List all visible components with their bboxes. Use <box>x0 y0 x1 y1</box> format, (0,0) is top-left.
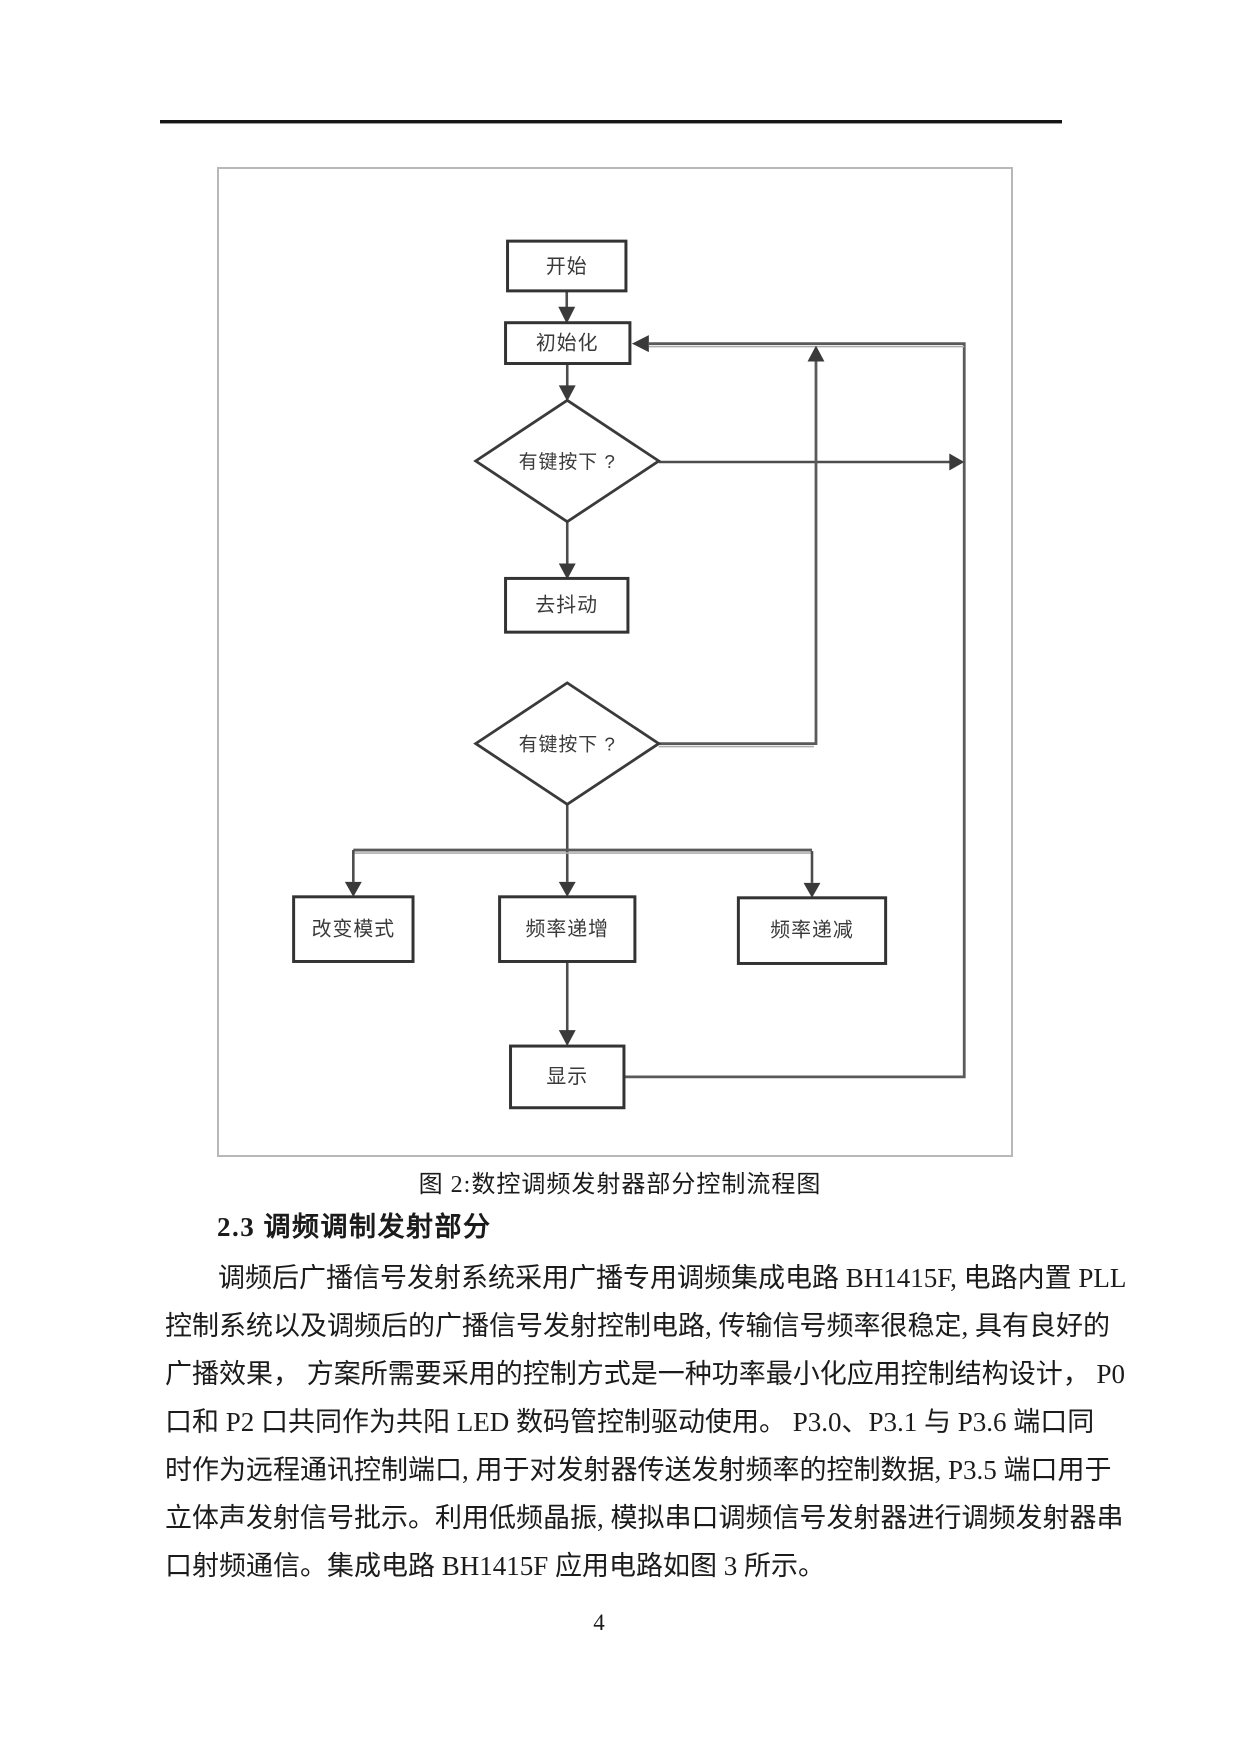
start-label: 开始 <box>546 256 588 278</box>
body-line: 立体声发射信号批示。利用低频晶振, 模拟串口调频信号发射器进行调频发射器串 <box>165 1503 1124 1533</box>
arrowhead-down <box>344 881 362 897</box>
arrowhead-up <box>807 345 825 362</box>
line-keycheck2-no-branch <box>658 361 818 745</box>
freq-up-label: 频率递增 <box>525 919 608 941</box>
loop-display-to-init <box>623 342 966 1079</box>
flow-node-freq-up: 频率递增 <box>498 895 637 963</box>
flow-connectors <box>344 290 966 1079</box>
flowchart: 开始 初始化 有键按下 ? 去抖动 有键按下 ? 改变模式 <box>292 239 966 1110</box>
keycheck2-label: 有键按下 ? <box>519 734 616 756</box>
body-line: 口和 P2 口共同作为共阳 LED 数码管控制驱动使用。 P3.0、P3.1 与… <box>165 1407 1095 1437</box>
body-line: 时作为远程通讯控制端口, 用于对发射器传送发射频率的控制数据, P3.5 端口用… <box>165 1455 1112 1485</box>
header-rule <box>160 120 1062 124</box>
body-line: 广播效果， 方案所需要采用的控制方式是一种功率最小化应用控制结构设计， P0 <box>165 1359 1126 1389</box>
flow-node-display: 显示 <box>509 1044 626 1110</box>
arrowhead-down <box>558 1030 576 1047</box>
flow-decision-keycheck2: 有键按下 ? <box>473 681 662 806</box>
arrowhead-down <box>558 881 576 897</box>
arrowhead-down <box>558 385 576 402</box>
init-box <box>504 321 632 365</box>
debounce-label: 去抖动 <box>535 594 598 616</box>
arrowhead-left <box>631 335 649 353</box>
figure-flowchart-frame: 开始 初始化 有键按下 ? 去抖动 有键按下 ? 改变模式 <box>217 167 1013 1157</box>
flow-node-start: 开始 <box>506 239 628 293</box>
freq-up-box <box>498 895 637 963</box>
body-line: 口射频通信。集成电路 BH1415F 应用电路如图 3 所示。 <box>165 1551 826 1581</box>
figure-caption: 图 2:数控调频发射器部分控制流程图 <box>418 1172 822 1198</box>
body-line: 控制系统以及调频后的广播信号发射控制电路, 传输信号频率很稳定, 具有良好的 <box>165 1311 1110 1341</box>
flow-decision-keycheck1: 有键按下 ? <box>473 398 662 524</box>
display-box <box>509 1044 626 1110</box>
freq-down-box <box>736 896 888 965</box>
keycheck2-diamond <box>473 681 662 806</box>
init-label: 初始化 <box>536 333 599 355</box>
body-line: 调频后广播信号发射系统采用广播专用调频集成电路 BH1415F, 电路内置 PL… <box>218 1263 1127 1293</box>
arrowhead-down <box>558 306 576 324</box>
start-box <box>506 239 628 293</box>
keycheck1-diamond <box>473 398 662 524</box>
keycheck1-label: 有键按下 ? <box>519 451 616 473</box>
freq-down-label: 频率递减 <box>770 920 853 942</box>
flow-node-freq-down: 频率递减 <box>736 896 888 965</box>
display-label: 显示 <box>546 1066 588 1088</box>
arrowhead-down <box>803 882 821 898</box>
arrowhead-down <box>558 563 576 580</box>
change-mode-box <box>292 895 415 963</box>
flow-node-change-mode: 改变模式 <box>292 895 415 963</box>
debounce-box <box>504 576 630 634</box>
flow-node-init: 初始化 <box>504 321 632 365</box>
body-paragraph: 调频后广播信号发射系统采用广播专用调频集成电路 BH1415F, 电路内置 PL… <box>165 1254 1127 1590</box>
arrowhead-right <box>949 453 965 471</box>
flow-node-debounce: 去抖动 <box>504 576 630 634</box>
change-mode-label: 改变模式 <box>312 919 395 941</box>
page-number: 4 <box>593 1610 605 1635</box>
section-heading: 2.3 调频调制发射部分 <box>217 1212 492 1242</box>
